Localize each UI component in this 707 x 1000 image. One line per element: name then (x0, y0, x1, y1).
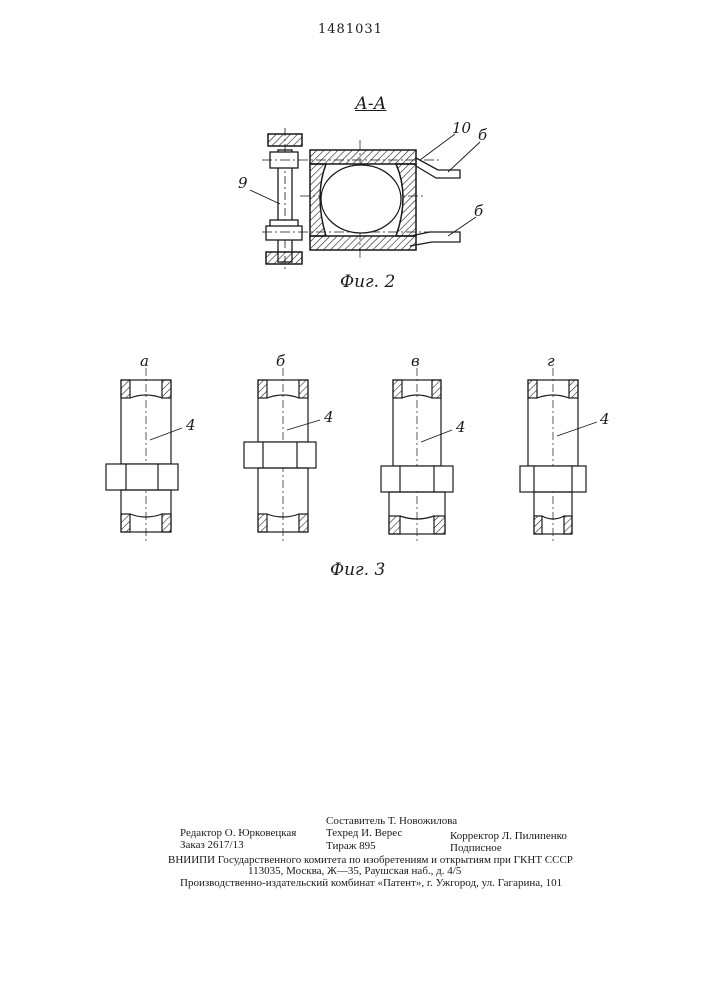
variant-b-letter: б (276, 352, 285, 370)
variant-a-part: 4 (186, 416, 196, 434)
variant-v (381, 368, 453, 542)
footer-address: 113035, Москва, Ж—35, Раушская наб., д. … (248, 865, 461, 877)
variant-a (106, 368, 178, 542)
footer-editor: Редактор О. Юрковецкая (180, 827, 296, 839)
footer-tech-editor: Техред И. Верес (326, 827, 402, 839)
footer-corrector: Корректор Л. Пилипенко (450, 830, 567, 842)
variant-a-letter: а (140, 352, 149, 370)
variant-g-part: 4 (600, 410, 610, 428)
footer-circulation: Тираж 895 (326, 840, 376, 852)
variant-v-part: 4 (456, 418, 466, 436)
variant-b (244, 368, 316, 542)
variant-b-part: 4 (324, 408, 334, 426)
footer-compiler: Составитель Т. Новожилова (326, 815, 457, 827)
figure-3-caption: Фиг. 3 (330, 560, 385, 580)
footer-publisher: Производственно-издательский комбинат «П… (180, 877, 562, 889)
variant-v-letter: в (411, 352, 420, 370)
footer-subscription: Подписное (450, 842, 502, 854)
footer-order: Заказ 2617/13 (180, 839, 244, 851)
variant-g-letter: г (547, 352, 555, 370)
variant-g (520, 368, 586, 542)
